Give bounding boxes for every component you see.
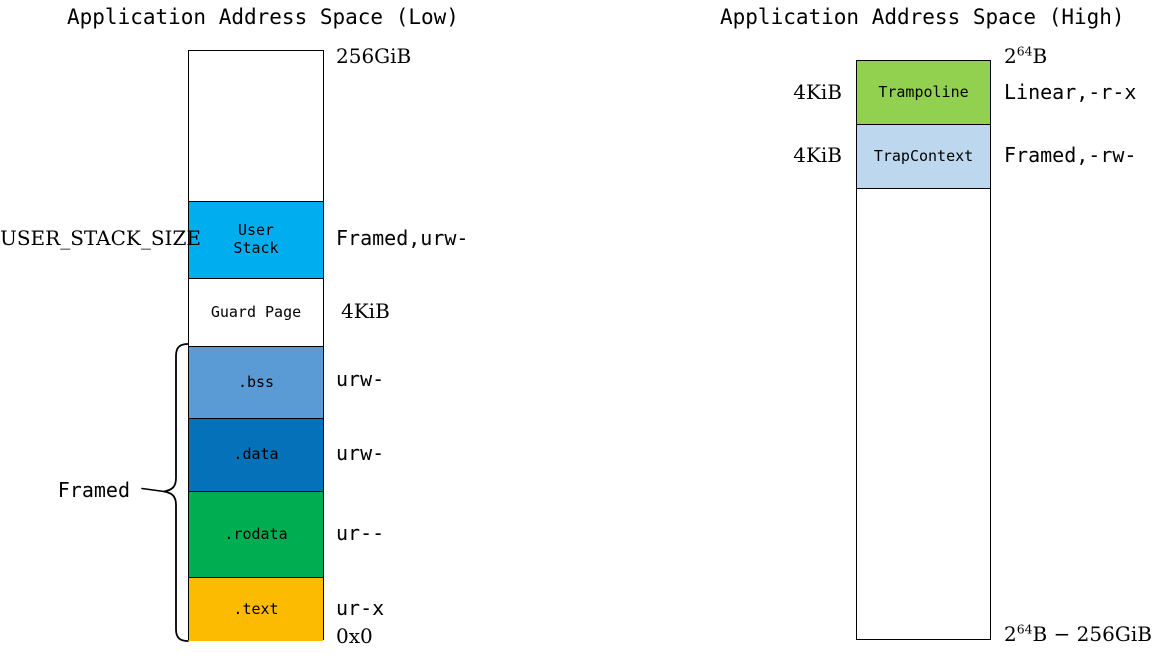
high-bottom-address-exponent: 64 [1016,621,1033,637]
data-attr-label: urw- [336,441,385,465]
high-bottom-address-label: 264B − 256GiB [1004,622,1152,646]
segment-guard-page: Guard Page [189,278,323,346]
high-address-column: Trampoline TrapContext [856,60,991,640]
segment-rodata: .rodata [189,491,323,577]
user-stack-attr-label: Framed,urw- [336,226,469,250]
segment-unmapped-low [189,51,323,201]
high-top-address-suffix: B [1032,44,1048,68]
high-top-address-base: 2 [1004,44,1017,68]
segment-label-rodata: .rodata [224,524,288,543]
bss-attr-label: urw- [336,367,385,391]
trampoline-size-label: 4KiB [793,80,842,104]
segment-trampoline: Trampoline [857,61,990,124]
low-bottom-address-label: 0x0 [336,624,373,648]
rodata-attr-label: ur-- [336,521,385,545]
segment-label-bss: .bss [237,372,275,391]
segment-user-stack: User Stack [189,201,323,278]
low-top-address-label: 256GiB [336,44,412,68]
segment-label-data: .data [233,445,279,464]
segment-label-user-stack: User Stack [233,221,279,257]
user-stack-line1: User [237,221,275,240]
panel-title-low: Application Address Space (Low) [67,5,459,29]
text-attr-label: ur-x [336,596,385,620]
segment-label-trapcontext: TrapContext [873,146,974,165]
segment-label-guard-page: Guard Page [210,302,302,321]
framed-brace [134,340,190,645]
panel-title-high: Application Address Space (High) [720,5,1125,29]
segment-trapcontext: TrapContext [857,124,990,188]
trapcontext-size-label: 4KiB [793,143,842,167]
high-bottom-address-suffix: B − 256GiB [1032,622,1152,646]
high-top-address-label: 264B [1004,44,1047,68]
low-address-column: User Stack Guard Page .bss .data .rodata… [188,50,324,641]
high-top-address-exponent: 64 [1016,43,1033,59]
framed-brace-label: Framed [57,478,130,502]
user-stack-line2: Stack [233,239,279,257]
user-stack-size-label: USER_STACK_SIZE [0,226,201,250]
segment-data: .data [189,418,323,491]
guard-page-size-label: 4KiB [341,299,390,323]
segment-label-trampoline: Trampoline [878,82,969,101]
segment-label-text: .text [233,599,279,618]
trapcontext-attr-label: Framed,-rw- [1004,143,1137,167]
framed-brace-icon [141,343,189,642]
segment-text: .text [189,577,323,641]
high-bottom-address-base: 2 [1004,622,1017,646]
segment-bss: .bss [189,346,323,418]
trampoline-attr-label: Linear,-r-x [1004,80,1137,104]
segment-unmapped-high [857,188,990,638]
